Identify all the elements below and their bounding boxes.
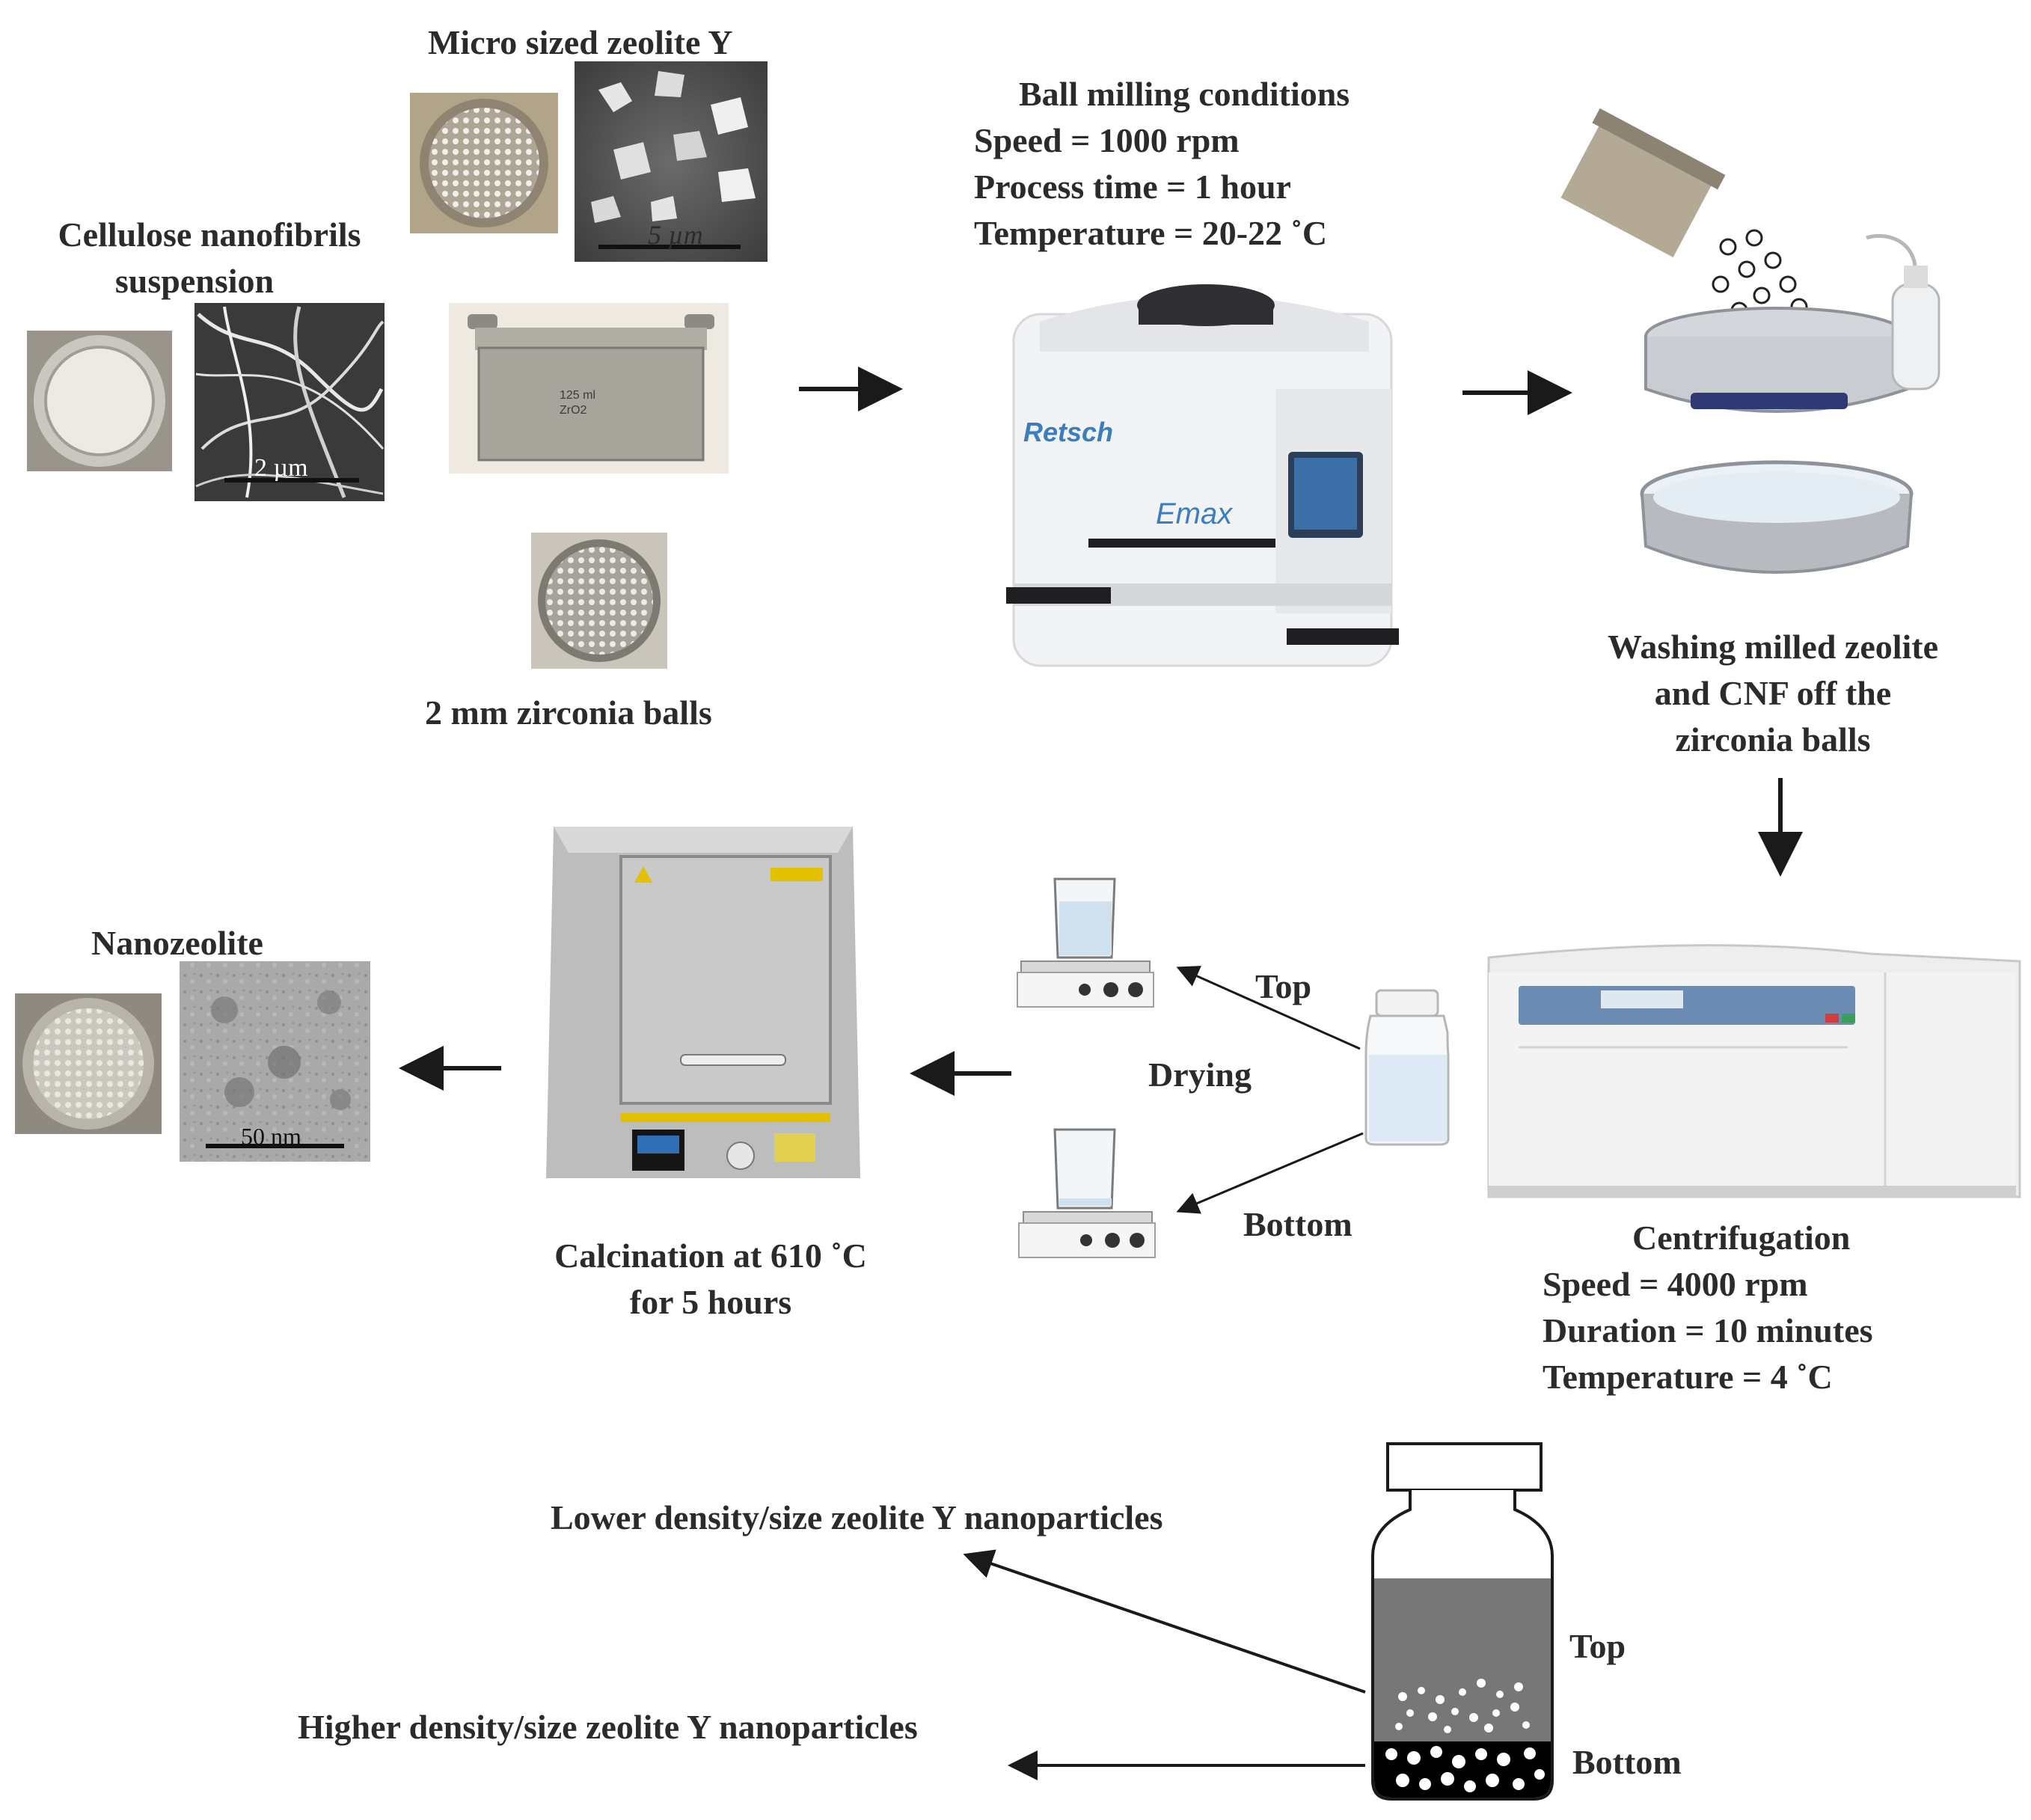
cnf-title-line1: Cellulose nanofibrils — [58, 215, 361, 254]
micro-zeolite-sem-image — [575, 61, 768, 262]
ball-milling-time: Process time = 1 hour — [974, 168, 1291, 206]
hotplate-top — [1017, 877, 1154, 1008]
drying-label: Drying — [1148, 1055, 1252, 1094]
jar-label-line1: 125 ml — [560, 389, 596, 402]
ball-milling-temperature: Temperature = 20-22 ˚C — [974, 214, 1328, 252]
drying-top-label: Top — [1255, 967, 1312, 1005]
cnf-dish-photo — [27, 331, 172, 471]
arrow-top-layer — [963, 1549, 1366, 1694]
nanozeolite-tem-image — [180, 961, 370, 1162]
higher-density-label: Higher density/size zeolite Y nanopartic… — [298, 1708, 918, 1746]
micro-zeolite-scale-label: 5 µm — [648, 220, 703, 250]
centrifugation-duration: Duration = 10 minutes — [1543, 1311, 1873, 1349]
micro-zeolite-title: Micro sized zeolite Y — [428, 23, 733, 61]
calcination-line2: for 5 hours — [629, 1283, 792, 1321]
washing-setup — [1560, 108, 1940, 574]
zirconia-balls-label: 2 mm zirconia balls — [425, 693, 712, 732]
nanozeolite-dish-photo — [15, 993, 162, 1134]
ball-mill-machine: Retsch Emax — [1006, 284, 1399, 667]
mill-brand-text: Retsch — [1023, 417, 1113, 447]
centrifuge-machine — [1487, 944, 2021, 1198]
hotplate-bottom — [1018, 1128, 1156, 1258]
top-layer-liquid — [1374, 1578, 1551, 1741]
centrifugation-temperature: Temperature = 4 ˚C — [1543, 1358, 1833, 1396]
arrow-bottle-to-bottom-hotplate — [1176, 1132, 1364, 1214]
ball-milling-speed: Speed = 1000 rpm — [974, 121, 1240, 159]
calcination-furnace — [546, 827, 860, 1178]
washing-line3: zirconia balls — [1675, 720, 1871, 759]
separation-bottom-label: Bottom — [1572, 1743, 1682, 1781]
drying-bottom-label: Bottom — [1243, 1205, 1353, 1243]
washing-line2: and CNF off the — [1654, 674, 1892, 712]
nanozeolite-title: Nanozeolite — [91, 924, 263, 962]
centrifugation-title: Centrifugation — [1632, 1219, 1851, 1257]
nanozeolite-scale-label: 50 nm — [241, 1123, 301, 1150]
centrifugation-speed: Speed = 4000 rpm — [1543, 1265, 1808, 1303]
cnf-sem-image — [194, 303, 385, 501]
arrow-bottle-to-top-hotplate — [1176, 966, 1361, 1050]
cnf-scale-label: 2 µm — [254, 454, 308, 482]
separation-bottle — [1371, 1442, 1554, 1801]
separation-top-label: Top — [1569, 1627, 1626, 1665]
washing-line1: Washing milled zeolite — [1607, 628, 1939, 666]
mill-model-text: Emax — [1156, 497, 1234, 530]
calcination-line1: Calcination at 610 ˚C — [554, 1237, 867, 1275]
grinding-jar-photo — [449, 303, 729, 474]
zirconia-balls-photo — [531, 533, 667, 669]
cnf-title-line2: suspension — [114, 262, 275, 300]
lower-density-label: Lower density/size zeolite Y nanoparticl… — [551, 1498, 1163, 1536]
sample-bottle — [1364, 989, 1450, 1146]
ball-milling-title: Ball milling conditions — [1019, 75, 1350, 113]
jar-label-line2: ZrO2 — [560, 404, 587, 417]
bottom-layer-sediment — [1374, 1741, 1551, 1798]
micro-zeolite-dish-photo — [410, 93, 558, 233]
